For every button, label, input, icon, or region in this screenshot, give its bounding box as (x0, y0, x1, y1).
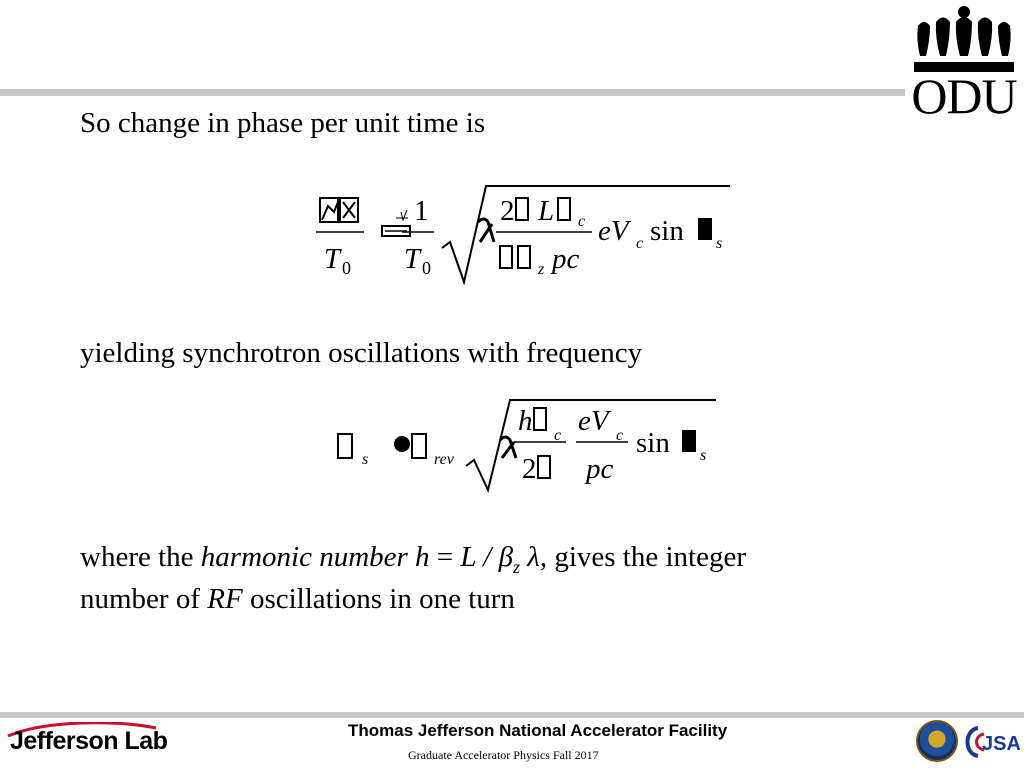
rf-term: RF (207, 583, 243, 615)
jefferson-lab-text: Jefferson Lab (10, 727, 168, 755)
omega-rev-placeholder-icon (411, 433, 427, 459)
eq1-num-right: 1 (414, 195, 429, 227)
logo-bar (914, 62, 1014, 72)
beta-subscript: z (513, 556, 521, 577)
eq1-phi-sub: s (716, 235, 722, 252)
eq1-den-right-sub: 0 (422, 258, 431, 278)
eq1-den-left-sub: 0 (342, 258, 351, 278)
eq1-den-right: T (404, 243, 422, 275)
text-segment: , gives the integer (539, 541, 747, 573)
eq1-inner-num: 2 (500, 195, 515, 227)
glyph-placeholder-icon (498, 435, 518, 459)
harmonic-number-term: harmonic number h (200, 541, 430, 573)
sqrt-sign-2 (465, 399, 716, 493)
text-segment: oscillations in one turn (242, 583, 515, 615)
eq1-inner-num-sub: c (578, 213, 585, 230)
equation-phase-rate: T 0 1 T 0 2 L c z pc eV c sin s (316, 185, 730, 286)
jefferson-lab-logo: Jefferson Lab (6, 722, 168, 764)
operator-placeholder-icon (381, 209, 411, 237)
lambda-term: λ (520, 541, 540, 573)
course-label: Graduate Accelerator Physics Fall 2017 (408, 748, 599, 762)
text-line-3: where the harmonic number h = L / βz λ, … (80, 540, 746, 584)
odu-logo-text: ODU (911, 68, 1017, 124)
doe-seal-icon (916, 720, 958, 762)
glyph-placeholder-icon (476, 217, 496, 243)
eq2-omega-sub: s (362, 451, 368, 468)
eq2-num-h: h (518, 405, 533, 437)
eq1-den-left: T (324, 243, 342, 275)
eq2-ev-sub: c (616, 427, 623, 444)
eq2-den: 2 (522, 453, 537, 485)
sqrt-sign (441, 185, 730, 286)
text-line-4: number of RF oscillations in one turn (80, 582, 515, 616)
eq2-ev: eV (578, 405, 612, 437)
approx-placeholder-icon (394, 436, 410, 452)
swoosh-icon (7, 722, 157, 738)
phi-placeholder-icon (698, 218, 712, 240)
eq2-sin: sin (636, 427, 670, 459)
eq1-inner-den-pc: pc (550, 243, 580, 275)
facility-title: Thomas Jefferson National Accelerator Fa… (348, 721, 728, 740)
harmonic-formula: L / β (460, 541, 514, 573)
text-line-1: So change in phase per unit time is (80, 107, 486, 139)
eq2-rev-sub: rev (434, 451, 455, 468)
crown-icon (917, 6, 1011, 56)
eq1-inner-num-L: L (537, 195, 554, 227)
phi-placeholder-icon (682, 430, 696, 452)
eq2-num-sub: c (554, 427, 561, 444)
equation-synchrotron-frequency: s rev h c 2 eV c pc sin s (337, 399, 716, 493)
jsa-logo-icon: JSA (965, 726, 1020, 758)
equals-sign: = (429, 541, 461, 573)
eq1-ev: eV (598, 215, 632, 247)
eq2-pc: pc (584, 453, 614, 485)
jsa-text: JSA (982, 733, 1020, 755)
eq1-sin: sin (650, 215, 684, 247)
eq1-ev-sub: c (636, 235, 643, 252)
glyph-placeholder-icon (319, 197, 359, 223)
text-segment: number of (80, 583, 208, 615)
footer-rule (0, 712, 1024, 718)
eq2-phi-sub: s (700, 447, 706, 464)
eq1-inner-den-sub: z (537, 261, 545, 278)
text-line-2: yielding synchrotron oscillations with f… (80, 337, 643, 369)
odu-logo: ODU (908, 4, 1020, 124)
header-rule (0, 89, 905, 96)
text-segment: where the (80, 541, 201, 573)
omega-placeholder-icon (337, 433, 353, 459)
